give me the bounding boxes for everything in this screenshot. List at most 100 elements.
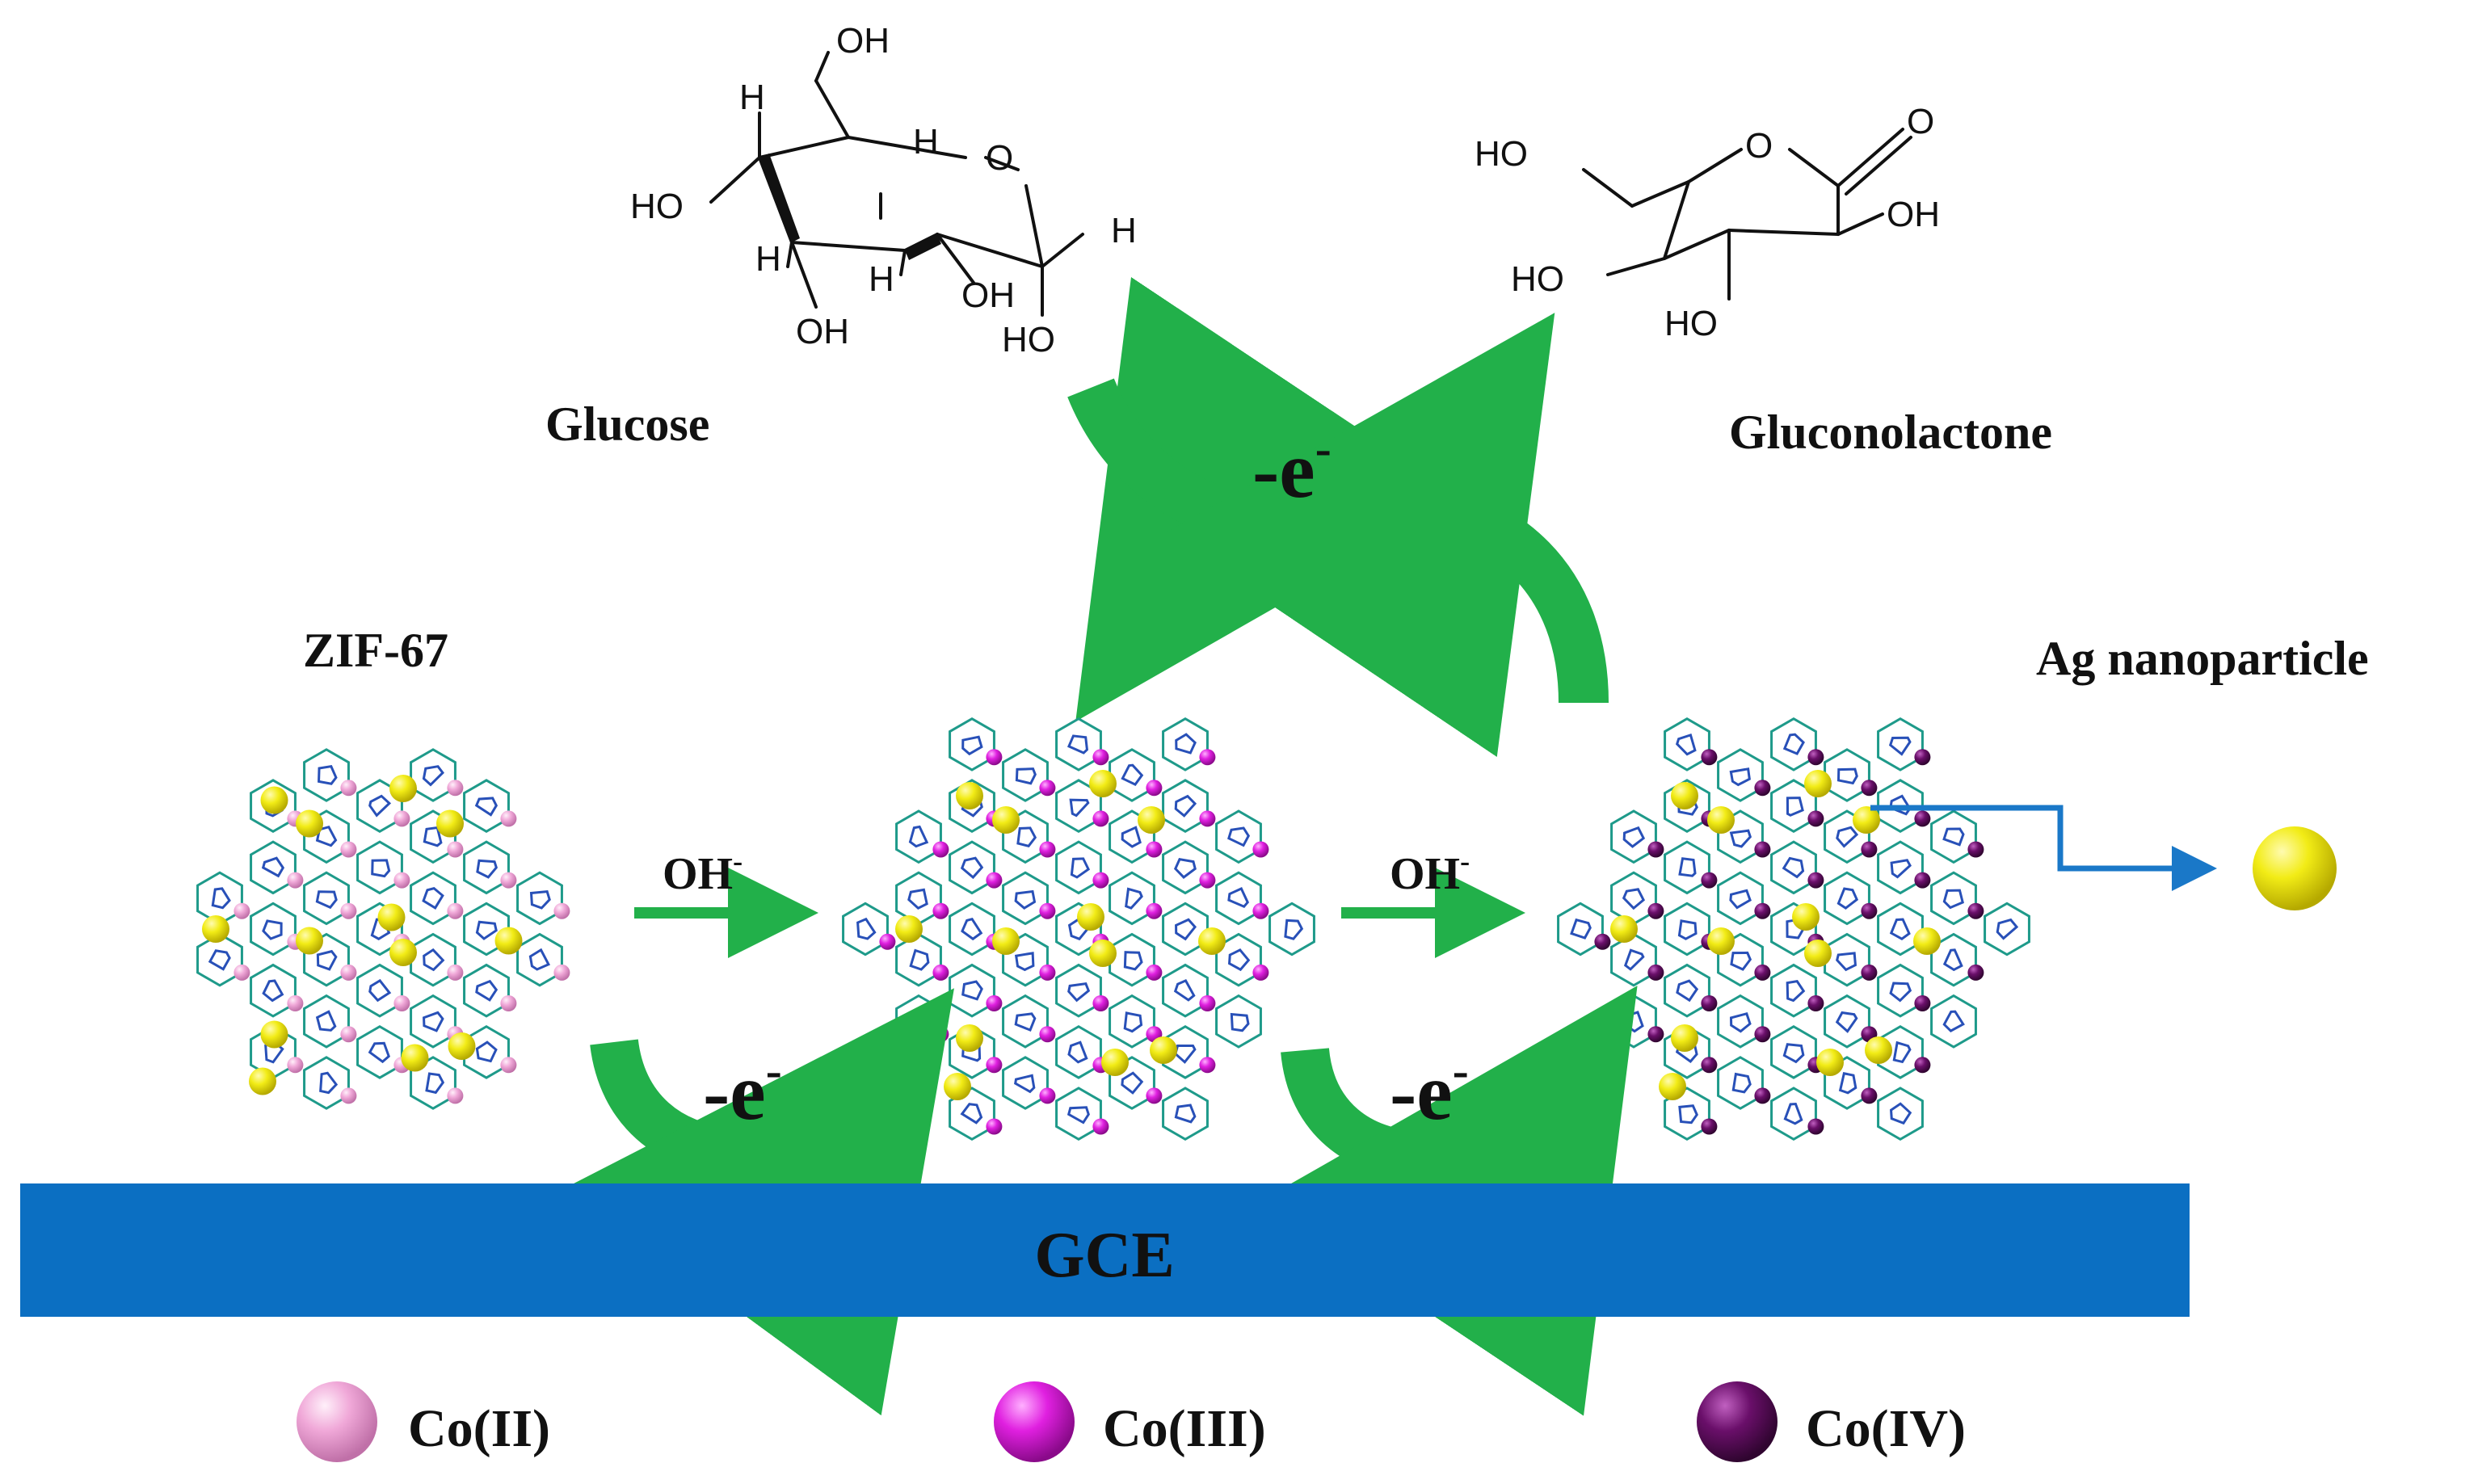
cobalt-node xyxy=(986,872,1003,889)
glucose-atom-label: OH xyxy=(961,275,1015,315)
glucose-atom-label: H xyxy=(739,78,765,117)
imidazolate-ring xyxy=(960,856,984,880)
imidazolate-ring xyxy=(1123,1011,1143,1033)
linker-ring xyxy=(1002,748,1049,802)
legend-coiv-swatch xyxy=(1697,1381,1778,1462)
ag-nanoparticle-in-pore xyxy=(1077,903,1104,931)
cobalt-node xyxy=(1754,964,1771,981)
linker-ring xyxy=(410,932,456,987)
cobalt-node xyxy=(1807,810,1824,827)
ag-nanoparticle-in-pore xyxy=(389,939,417,966)
gce-electrode xyxy=(20,1183,2190,1317)
imidazolate-ring xyxy=(1125,887,1143,910)
imidazolate-ring xyxy=(1729,767,1751,787)
cobalt-node xyxy=(1807,749,1824,766)
imidazolate-ring xyxy=(856,917,877,940)
cobalt-node xyxy=(1092,749,1109,766)
linker-ring xyxy=(463,963,510,1018)
cobalt-node xyxy=(986,1118,1003,1135)
imidazolate-ring xyxy=(1729,889,1752,910)
glucose-structure: OH H H O HO H H H OH OH HO xyxy=(630,21,1137,359)
cobalt-node xyxy=(932,1026,949,1043)
imidazolate-ring xyxy=(261,856,285,878)
linker-ring xyxy=(1770,963,1817,1018)
cobalt-node xyxy=(500,995,517,1011)
imidazolate-ring xyxy=(907,888,928,910)
imidazolate-ring xyxy=(1015,767,1037,785)
linker-ring xyxy=(1717,748,1764,802)
imidazolate-ring xyxy=(475,1040,498,1063)
cobalt-node xyxy=(1092,810,1109,827)
cobalt-node xyxy=(1146,902,1163,919)
cobalt-node xyxy=(1754,902,1771,919)
imidazolate-ring xyxy=(1173,978,1196,1002)
linker-ring xyxy=(463,840,510,895)
linker-ring xyxy=(303,748,350,802)
linker-ring xyxy=(516,871,563,926)
ag-nanoparticle-in-pore xyxy=(1865,1036,1892,1064)
imidazolate-ring xyxy=(262,919,283,940)
electron-label-top: -e- xyxy=(1252,422,1332,515)
imidazolate-ring xyxy=(475,979,499,1002)
ag-nanoparticle-in-pore xyxy=(249,1067,276,1095)
linker-ring xyxy=(410,871,456,926)
cobalt-node xyxy=(1647,841,1664,858)
linker-ring xyxy=(842,902,889,956)
linker-ring xyxy=(1002,871,1049,926)
linker-ring xyxy=(1215,809,1262,864)
ag-nanoparticle-in-pore xyxy=(1853,806,1880,834)
ag-nanoparticle-label: Ag nanoparticle xyxy=(2036,632,2369,685)
imidazolate-ring xyxy=(1836,887,1859,910)
linker-ring xyxy=(1215,871,1262,926)
ag-nanoparticle-in-pore xyxy=(448,1032,476,1060)
linker-ring xyxy=(1824,994,1870,1049)
cobalt-node xyxy=(1861,902,1878,919)
ag-nanoparticle-in-pore xyxy=(1198,927,1226,955)
imidazolate-ring xyxy=(908,825,929,848)
cobalt-node xyxy=(1092,995,1109,1011)
gce-label: GCE xyxy=(1034,1220,1174,1291)
cobalt-node xyxy=(1199,810,1216,827)
linker-ring xyxy=(516,932,563,987)
imidazolate-ring xyxy=(1014,1012,1037,1032)
linker-ring xyxy=(1162,840,1209,895)
linker-ring xyxy=(949,902,995,956)
imidazolate-ring xyxy=(474,797,499,817)
imidazolate-ring xyxy=(425,1072,445,1095)
linker-ring xyxy=(1162,963,1209,1018)
linker-ring xyxy=(1664,1025,1710,1079)
cobalt-node xyxy=(447,902,464,919)
imidazolate-ring xyxy=(1622,826,1646,848)
linker-ring xyxy=(1930,809,1977,864)
ag-nanoparticle-in-pore xyxy=(494,927,523,955)
linker-ring xyxy=(1610,809,1657,864)
imidazolate-ring xyxy=(1889,982,1912,1003)
linker-ring xyxy=(250,840,297,895)
linker-ring xyxy=(1877,963,1924,1018)
imidazolate-ring xyxy=(1121,763,1144,787)
linker-ring xyxy=(1664,1087,1710,1141)
imidazolate-ring xyxy=(909,948,930,971)
imidazolate-ring xyxy=(1014,889,1037,910)
cobalt-node xyxy=(393,810,410,827)
imidazolate-ring xyxy=(1677,919,1698,940)
linker-ring xyxy=(1268,902,1315,956)
cobalt-node xyxy=(1807,1118,1824,1135)
ag-nanoparticle-in-pore xyxy=(202,915,229,943)
framework-coiv xyxy=(1557,717,2030,1141)
glucose-atom-label: HO xyxy=(630,187,684,226)
cobalt-node xyxy=(1039,902,1056,919)
cobalt-node xyxy=(447,1087,464,1104)
cobalt-node xyxy=(447,841,464,858)
ag-nanoparticle-in-pore xyxy=(401,1044,429,1072)
electron-label-1: -e- xyxy=(703,1044,782,1137)
linker-ring xyxy=(1002,994,1049,1049)
imidazolate-ring xyxy=(318,764,338,785)
imidazolate-ring xyxy=(1836,952,1857,972)
cobalt-node xyxy=(1861,964,1878,981)
linker-ring xyxy=(1162,902,1209,956)
linker-ring xyxy=(1664,779,1710,833)
imidazolate-ring xyxy=(1942,889,1964,910)
linker-ring xyxy=(1717,1056,1764,1110)
imidazolate-ring xyxy=(961,980,983,1001)
